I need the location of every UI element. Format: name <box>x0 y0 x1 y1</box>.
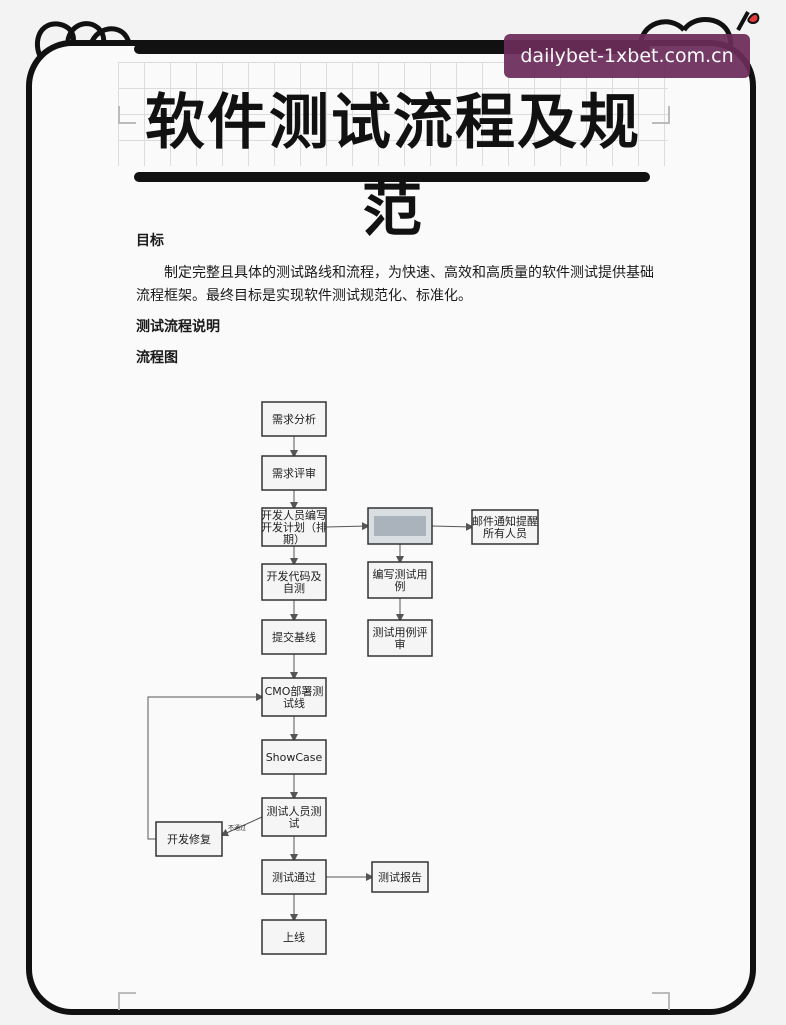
flow-node-label-n2: 需求评审 <box>272 466 316 480</box>
flow-node-box-n16 <box>371 861 429 893</box>
title-divider-bottom <box>134 172 650 182</box>
flow-node-box-n13 <box>367 561 433 599</box>
flow-node-label-n12: 邮件通知提醒 <box>472 514 538 528</box>
flow-node-label-n14: 审 <box>395 637 406 651</box>
flow-node-box-n2 <box>261 455 327 491</box>
flow-edge-14 <box>220 816 263 837</box>
flow-node-label-n15: 开发修复 <box>167 832 211 846</box>
flow-node-box-n15 <box>155 821 223 857</box>
goal-heading: 目标 <box>136 233 164 249</box>
flow-node-label-n6: 试线 <box>283 696 305 710</box>
flow-node-box-n3 <box>261 507 327 547</box>
flow-node-label-n13: 编写测试用 <box>373 567 428 581</box>
flow-node-box-n1 <box>261 401 327 437</box>
flow-node-label-n13: 例 <box>395 579 406 593</box>
flow-node-box-n4 <box>261 563 327 601</box>
flow-node-box-n9 <box>261 859 327 895</box>
flow-node-redacted-n11 <box>374 516 426 536</box>
flow-edge-9 <box>325 522 370 531</box>
flow-node-label-n16: 测试报告 <box>378 870 422 884</box>
flow-node-box-n6 <box>261 677 327 717</box>
flow-node-box-n5 <box>261 619 327 655</box>
flow-node-box-n14 <box>367 619 433 657</box>
corner-mark-left <box>118 992 136 1010</box>
flow-node-label-n4: 自测 <box>283 582 305 595</box>
flow-node-box-n12 <box>471 509 539 545</box>
flow-node-label-n9: 测试通过 <box>272 871 316 884</box>
page-frame <box>26 40 756 1015</box>
flow-node-label-n1: 需求分析 <box>272 412 316 426</box>
flow-node-label-n10: 上线 <box>283 930 305 944</box>
flow-node-label-n7: ShowCase <box>266 751 323 764</box>
flow-node-label-n4: 开发代码及 <box>267 569 322 583</box>
flow-node-label-n3: 期） <box>283 533 305 546</box>
watermark-url: dailybet-1xbet.com.cn <box>504 34 750 78</box>
flowchart-heading: 流程图 <box>136 350 178 366</box>
flow-edge-loopback <box>147 693 264 840</box>
goal-paragraph: 制定完整且具体的测试路线和流程，为快速、高效和高质量的软件测试提供基础流程框架。… <box>136 265 654 304</box>
title-divider-top <box>134 44 650 54</box>
flow-node-label-n14: 测试用例评 <box>373 625 428 639</box>
flow-node-box-n8 <box>261 797 327 837</box>
flow-edge-10 <box>431 522 474 531</box>
flow-node-label-n8: 测试人员测 <box>267 805 322 818</box>
flow-node-box-n10 <box>261 919 327 955</box>
corner-mark-right <box>652 992 670 1010</box>
flow-node-label-n8: 试 <box>289 817 300 830</box>
title-grid-background <box>118 62 668 166</box>
flow-node-label-n3: 开发计划（排 <box>261 520 327 534</box>
corner-mark-top-right <box>652 106 670 124</box>
flow-node-label-n6: CMO部署测 <box>265 684 324 698</box>
page-title: 软件测试流程及规范 <box>145 88 641 245</box>
process-heading: 测试流程说明 <box>136 319 220 335</box>
flow-node-label-n12: 所有人员 <box>483 526 527 540</box>
edge-label-fail: 不通过 <box>228 824 246 832</box>
flow-node-box-n7 <box>261 739 327 775</box>
flow-node-label-n5: 提交基线 <box>272 630 316 644</box>
corner-mark-top-left <box>118 106 136 124</box>
flow-node-label-n3: 开发人员编写 <box>261 508 327 522</box>
